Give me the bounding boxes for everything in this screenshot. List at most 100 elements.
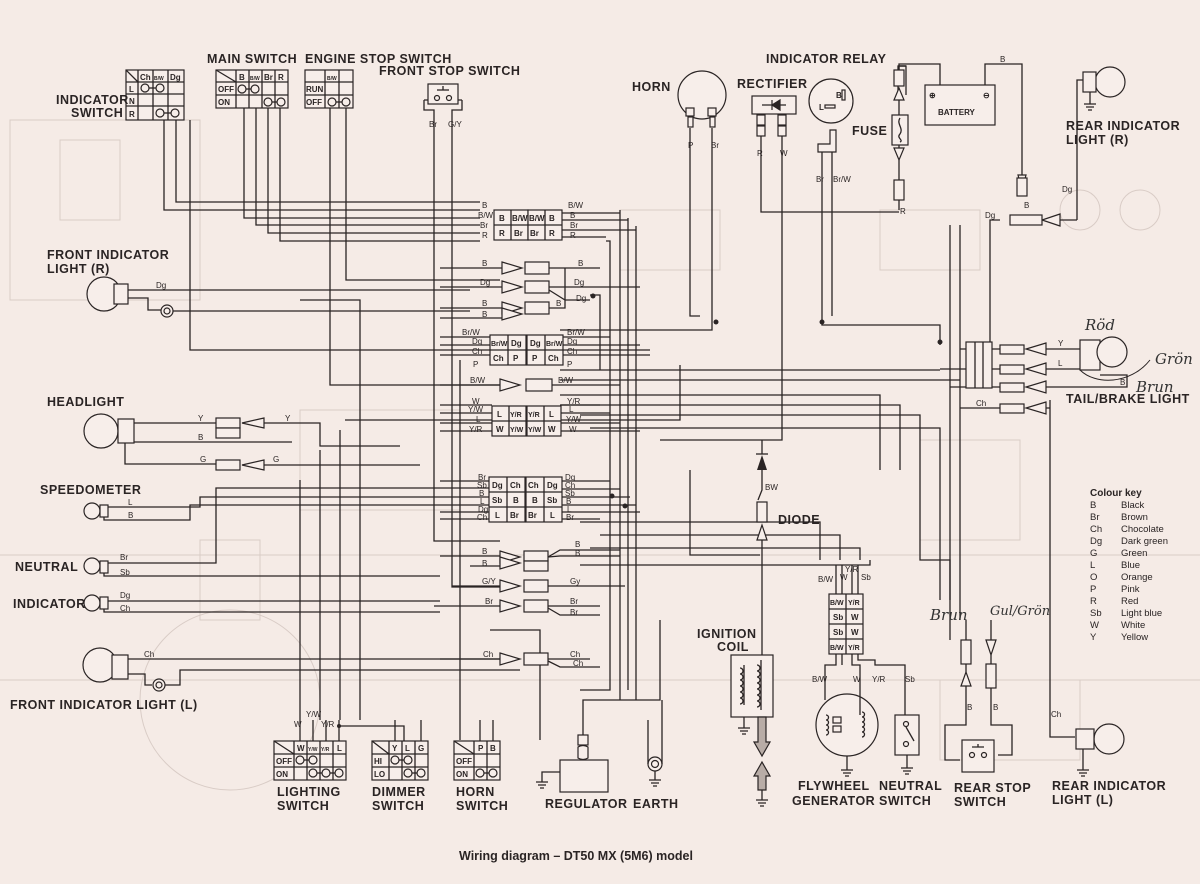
wire-label: P: [473, 360, 478, 369]
wire-label: Br/W: [833, 175, 851, 184]
wire-label: HORN: [456, 785, 495, 799]
wire-label: L: [476, 415, 481, 424]
wire-label: B: [575, 540, 580, 549]
wire-label: P: [532, 354, 538, 363]
wire-label: P: [478, 744, 484, 753]
wire-label: Y/W: [510, 427, 524, 434]
colour-key-name: Yellow: [1121, 632, 1148, 643]
diode: BW DIODE: [756, 440, 820, 541]
wire-label: ON: [276, 770, 288, 779]
connector-c9: Br Br Br: [434, 597, 600, 617]
wire-label: Y/R: [528, 412, 540, 419]
wire-label: W: [294, 720, 302, 729]
col-label: Br: [264, 73, 273, 82]
wire-label: L: [405, 744, 410, 753]
wire-label: L: [480, 497, 485, 506]
wire-label: B: [482, 259, 487, 268]
wire-label: B: [1120, 378, 1125, 387]
regulator: REGULATOR EARTH: [536, 620, 678, 811]
wire-label: Dg: [120, 591, 130, 600]
wire-label: Ch: [510, 481, 521, 490]
connector-c7: B B B B: [440, 540, 620, 572]
indicator-relay: B L Br Br/W INDICATOR RELAY: [766, 52, 886, 184]
wire-label: REGULATOR: [545, 797, 628, 811]
horn-label: HORN: [632, 80, 671, 94]
note-brun: Brun: [1135, 378, 1174, 396]
wire-label: Y/R: [321, 747, 330, 753]
rectifier-label: RECTIFIER: [737, 77, 807, 91]
wire-label: Dg: [547, 481, 558, 490]
wire-label: Y/R: [469, 425, 483, 434]
wire-label: B: [482, 559, 487, 568]
colour-key-code: W: [1090, 620, 1099, 631]
row-label: OFF: [218, 85, 234, 94]
wire-label: W: [548, 425, 556, 434]
wire-label: B: [967, 703, 972, 712]
wire-label: L: [550, 511, 555, 520]
wire-label: Y: [1058, 339, 1064, 348]
wire-label: B: [575, 549, 580, 558]
wire-label: Y/R: [848, 600, 860, 607]
rear-indicator-light-r: B Dg Dg REAR INDICATOR LIGHT (R): [985, 66, 1180, 227]
neutral-lamp: Br Sb NEUTRAL: [15, 487, 440, 577]
wire-label: B: [1024, 201, 1029, 210]
connector-c2: B Dg B B B Dg Dg B: [440, 259, 640, 321]
wire-label: Dg: [492, 481, 503, 490]
wire-label: L: [1058, 359, 1063, 368]
indicator-switch-label: SWITCH: [71, 106, 123, 120]
wire-label: LIGHT (L): [1052, 793, 1113, 807]
wire-label: L: [337, 744, 342, 753]
row-label: ON: [218, 98, 230, 107]
wire-label: Ch: [548, 354, 559, 363]
rear-indicator-light-l: Ch REAR INDICATOR LIGHT (L): [1051, 710, 1166, 807]
colour-key-code: Sb: [1090, 608, 1102, 619]
colour-key-code: P: [1090, 584, 1096, 595]
wire-label: L: [495, 511, 500, 520]
wire-label: Y: [392, 744, 398, 753]
indicator-label: INDICATOR: [13, 597, 86, 611]
wire-label: L: [567, 505, 572, 514]
indicator-lamp: Dg Ch INDICATOR: [13, 591, 440, 613]
wire-label: B: [490, 744, 496, 753]
wire-label: Y/R: [321, 720, 335, 729]
engine-stop-switch: B/W RUN OFF ENGINE STOP SWITCH: [304, 52, 451, 109]
wire-label: G: [200, 455, 206, 464]
note-gron: Grön: [1155, 350, 1193, 368]
wire-label: G: [273, 455, 279, 464]
dimmer-switch: Y L G HI LO DIMMER SWITCH: [371, 720, 429, 813]
wire-label: Sb: [905, 675, 915, 684]
wire-label: B: [570, 211, 575, 220]
colour-key-title: Colour key: [1090, 488, 1142, 499]
diagram-caption: Wiring diagram – DT50 MX (5M6) model: [459, 849, 693, 863]
connector-c3: Br/W Dg Dg Br/W Ch P P Ch Br/W Dg Ch P B…: [440, 328, 650, 369]
wire-label: L: [549, 410, 554, 419]
wire-label: REAR STOP: [954, 781, 1031, 795]
indicator-switch-label: INDICATOR: [56, 93, 129, 107]
wire-label: B/W: [558, 376, 574, 385]
wire-label: Br: [485, 597, 493, 606]
flywheel-generator: B/W Y/R Sb W Sb W B/W Y/R B/W W Y/R Sb B…: [792, 565, 915, 808]
colour-key-name: Dark green: [1121, 536, 1168, 547]
connector-c1: B B/W B/W B R Br Br R B B/W Br R B/W B B…: [478, 201, 636, 241]
svg-text:Dg: Dg: [985, 211, 995, 220]
wire-label: Sb: [833, 628, 843, 637]
colour-key-name: Brown: [1121, 512, 1148, 523]
colour-key-code: O: [1090, 572, 1097, 583]
wire-label: L: [128, 498, 133, 507]
front-stop-switch: Br G/Y FRONT STOP SWITCH: [379, 64, 520, 130]
colour-key-name: Red: [1121, 596, 1138, 607]
col-label: B: [239, 73, 245, 82]
wire-label: Dg: [156, 281, 166, 290]
horn: P Br HORN: [632, 70, 727, 150]
wire-label: Sb: [861, 573, 871, 582]
wire-label: B: [578, 259, 583, 268]
wire-label: Y/R: [872, 675, 886, 684]
wire-label: LIGHTING: [277, 785, 341, 799]
wire-label: B: [482, 547, 487, 556]
wire-label: Br/W: [546, 341, 563, 348]
colour-key-name: Chocolate: [1121, 524, 1164, 535]
main-switch: B B/W Br R OFF ON MAIN SWITCH: [207, 52, 297, 109]
wire-label: P: [688, 141, 693, 150]
wire-label: B/W: [830, 645, 844, 652]
wire-label: P: [567, 360, 572, 369]
